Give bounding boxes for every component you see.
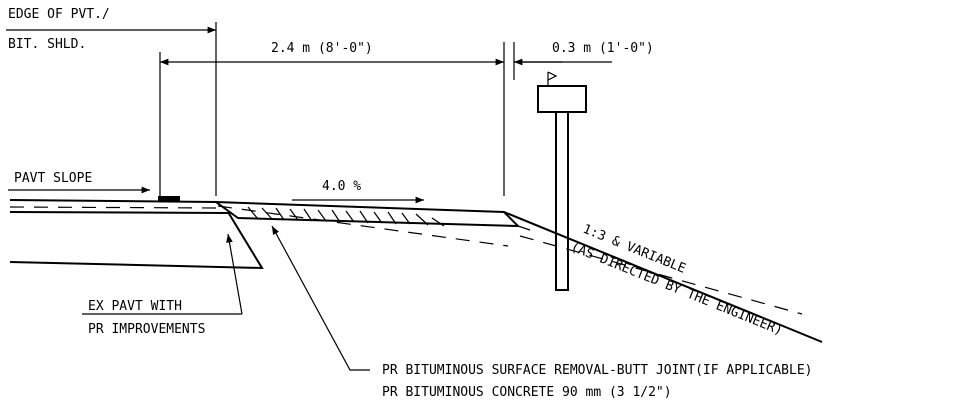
existing-pavement-wedge xyxy=(9,211,264,270)
existing-pavement-top xyxy=(9,199,217,203)
flag-icon xyxy=(547,71,558,86)
proposed-note-line1: PR BITUMINOUS SURFACE REMOVAL-BUTT JOINT… xyxy=(382,363,812,378)
subgrade-dashed-line xyxy=(217,205,509,247)
existing-pavement-dashed xyxy=(9,206,217,209)
edge-of-pavement-label-line1: EDGE OF PVT./ xyxy=(8,7,110,22)
proposed-notes-leader xyxy=(271,225,370,371)
ex-pavement-leader xyxy=(226,233,243,315)
shoulder-hatching xyxy=(247,206,445,227)
sign-panel xyxy=(537,85,587,113)
pavement-marking xyxy=(158,196,180,202)
existing-pavement-bottom xyxy=(9,211,229,214)
ex-pavement-label-line2: PR IMPROVEMENTS xyxy=(88,322,205,337)
side-slope-note: (AS DIRECTED BY THE ENGINEER) xyxy=(569,240,785,339)
dimension-width-label: 2.4 m (8'-0") xyxy=(271,41,373,56)
sign-post xyxy=(555,111,569,291)
ex-pavement-label-line1: EX PAVT WITH xyxy=(88,299,182,314)
shoulder-slope-label: 4.0 % xyxy=(322,179,361,194)
side-slope-dashed xyxy=(519,235,803,315)
proposed-note-line2: PR BITUMINOUS CONCRETE 90 mm (3 1/2") xyxy=(382,385,672,400)
side-slope-connector xyxy=(517,225,531,231)
side-slope-line xyxy=(503,211,823,343)
edge-of-pavement-label-line2: BIT. SHLD. xyxy=(8,37,86,52)
pavement-slope-label: PAVT SLOPE xyxy=(14,171,92,186)
dimension-offset-label: 0.3 m (1'-0") xyxy=(552,41,654,56)
